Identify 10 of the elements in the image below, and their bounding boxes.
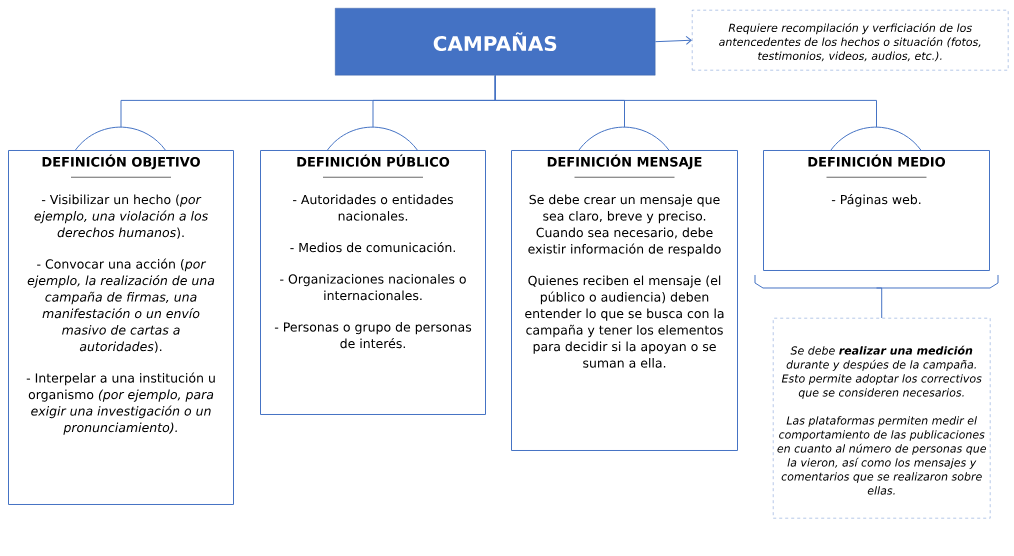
- title-box: CAMPAÑAS: [335, 8, 656, 76]
- concept-box: DEFINICIÓN OBJETIVO - Visibilizar un hecho (por ejemplo, una violación a los derechos humanos). - Convocar una acción (por ejemplo, la realización de una campaña de firmas, una manifestación o un envío masivo de cartas a autoridades). - Interpelar a una institución u organismo (por ejemplo, para exigir una investigación o un pronunciamiento).: [8, 126, 234, 505]
- connector-line: [494, 74, 877, 128]
- note-box: Se debe realizar una medición durante y despúes de la campaña. Esto permite adoptar los correctivos que se consideren necesarios. Las plataformas permiten medir el comportamiento de las publicaciones en cuanto al número de personas que la vieron, así como los mensajes y comentarios que se realizaron sobre ellas.: [773, 318, 991, 519]
- arrow: [654, 35, 692, 45]
- concept-box: DEFINICIÓN MEDIO - Páginas web.: [763, 126, 990, 271]
- concept-box: DEFINICIÓN PÚBLICO - Autoridades o entidades nacionales. - Medios de comunicación. - Organizaciones nacionales o internacionales. - Personas o grupo de personas de interés.: [260, 126, 486, 415]
- concept-box: DEFINICIÓN MENSAJE Se debe crear un mensaje que sea claro, breve y preciso. Cuando sea necesario, debe existir información de respaldo Quienes reciben el mensaje (el público o audiencia) deben entender lo que se busca con la campaña y tener los elementos para decidir si la apoyan o se suman a ella.: [511, 126, 738, 451]
- brace-connector: [754, 274, 999, 319]
- note-box: Requiere recompilación y verficiación de los antencedentes de los hechos o situación (fotos, testimonios, videos, audios, etc.).: [692, 10, 1009, 71]
